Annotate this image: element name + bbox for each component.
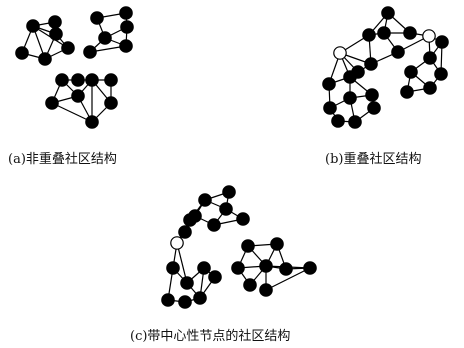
graph-node <box>322 77 336 91</box>
graph-node <box>279 262 293 276</box>
graph-node <box>367 101 381 115</box>
graph-node <box>49 27 63 41</box>
graph-node <box>178 225 192 239</box>
graph-node <box>377 26 391 40</box>
graph-node <box>207 218 221 232</box>
graph-node <box>348 115 362 129</box>
hub-node <box>333 46 347 60</box>
graph-node <box>435 35 449 49</box>
graph-node <box>85 115 99 129</box>
graph-edge <box>51 102 93 123</box>
graph-node <box>331 114 345 128</box>
graph-node <box>423 81 437 95</box>
graph-node <box>119 6 133 20</box>
graph-node <box>259 259 273 273</box>
graph-node <box>120 20 134 34</box>
graph-node <box>434 67 448 81</box>
graph-node <box>423 51 437 65</box>
graph-node <box>381 6 395 20</box>
graph-node <box>15 46 29 60</box>
panel-c-center-node-communities <box>161 185 317 309</box>
caption-c: (c)带中心性节点的社区结构 <box>130 329 291 344</box>
graph-node <box>104 96 118 110</box>
graph-node <box>166 261 180 275</box>
graph-node <box>270 237 284 251</box>
graph-node <box>61 41 75 55</box>
graph-node <box>208 270 222 284</box>
graph-node <box>197 261 211 275</box>
graph-node <box>180 276 194 290</box>
graph-node <box>365 88 379 102</box>
graph-node <box>403 26 417 40</box>
graph-node <box>104 73 118 87</box>
graph-node <box>303 261 317 275</box>
graph-node <box>55 73 69 87</box>
caption-a: (a)非重叠社区结构 <box>8 152 117 167</box>
graph-node <box>364 57 378 71</box>
graph-node <box>404 65 418 79</box>
graph-node <box>83 45 97 59</box>
graph-node <box>71 73 85 87</box>
graph-node <box>198 193 212 207</box>
graph-node <box>48 15 62 29</box>
graph-node <box>45 96 59 110</box>
graph-node <box>188 209 202 223</box>
graph-node <box>236 212 250 226</box>
graph-edge <box>265 267 311 291</box>
graph-node <box>98 31 112 45</box>
hub-node <box>170 236 184 250</box>
graph-node <box>362 28 376 42</box>
graph-node <box>119 39 133 53</box>
graph-node <box>323 101 337 115</box>
graph-node <box>222 185 236 199</box>
graph-node <box>90 11 104 25</box>
graph-node <box>400 85 414 99</box>
graph-edge <box>176 242 188 284</box>
graph-node <box>85 73 99 87</box>
graph-node <box>343 91 357 105</box>
graph-node <box>219 202 233 216</box>
graph-node <box>231 261 245 275</box>
graph-node <box>193 291 207 305</box>
hub-node <box>422 29 436 43</box>
graph-node <box>26 19 40 33</box>
graph-node <box>71 89 85 103</box>
graph-node <box>161 293 175 307</box>
panel-a-nonoverlapping-communities <box>15 6 134 129</box>
panel-b-overlapping-communities <box>322 6 449 129</box>
graph-node <box>391 45 405 59</box>
graph-node <box>241 239 255 253</box>
graph-node <box>178 295 192 309</box>
graph-node <box>259 283 273 297</box>
graph-node <box>343 70 357 84</box>
graph-node <box>38 52 52 66</box>
caption-b: (b)重叠社区结构 <box>325 152 422 167</box>
graph-node <box>243 278 257 292</box>
